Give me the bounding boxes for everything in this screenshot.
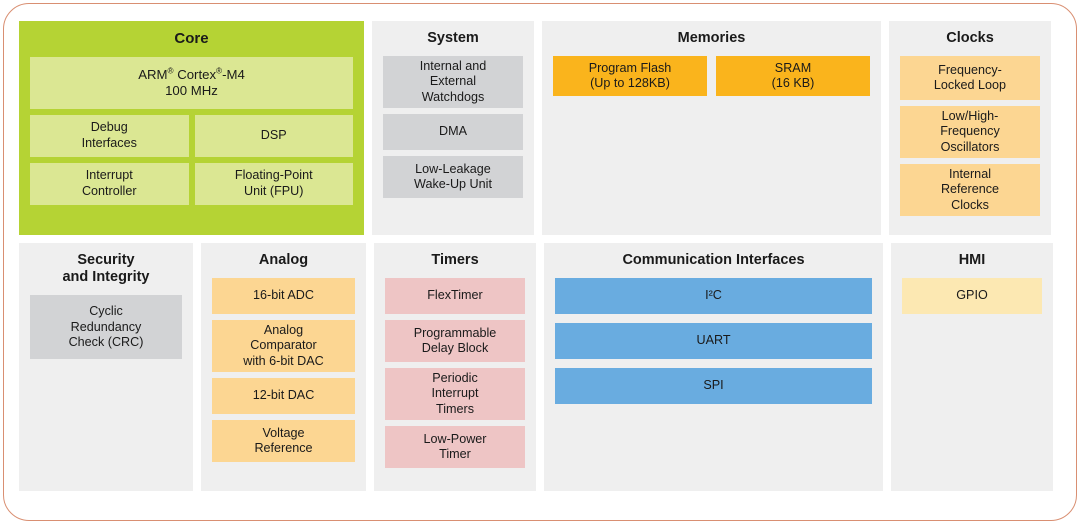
block-spi[interactable]: SPI bbox=[555, 368, 872, 405]
panel-memories: Memories Program Flash(Up to 128KB) SRAM… bbox=[542, 21, 881, 235]
panel-communication-body: I²C UART SPI bbox=[555, 278, 872, 480]
panel-memories-title: Memories bbox=[677, 30, 746, 46]
block-i2c[interactable]: I²C bbox=[555, 278, 872, 315]
block-arm-cortex-m4-label: ARM® Cortex®-M4 100 MHz bbox=[138, 66, 245, 98]
panel-communication-title: Communication Interfaces bbox=[622, 252, 805, 268]
block-gpio[interactable]: GPIO bbox=[902, 278, 1042, 315]
panel-clocks-title: Clocks bbox=[946, 30, 994, 46]
trademark-icon: ® bbox=[167, 66, 174, 76]
block-program-flash[interactable]: Program Flash(Up to 128KB) bbox=[553, 56, 707, 97]
panel-hmi: HMI GPIO bbox=[891, 243, 1053, 491]
block-dsp[interactable]: DSP bbox=[194, 114, 353, 157]
block-arm-cortex-m4[interactable]: ARM® Cortex®-M4 100 MHz bbox=[30, 56, 353, 109]
panel-analog-title: Analog bbox=[258, 252, 309, 268]
block-uart[interactable]: UART bbox=[555, 323, 872, 360]
panel-clocks: Clocks Frequency-Locked Loop Low/High-Fr… bbox=[889, 21, 1051, 235]
block-12-bit-dac[interactable]: 12-bit DAC bbox=[212, 378, 355, 415]
trademark-icon: ® bbox=[216, 66, 223, 76]
panel-communication-interfaces: Communication Interfaces I²C UART SPI bbox=[544, 243, 883, 491]
block-sram[interactable]: SRAM(16 KB) bbox=[716, 56, 870, 97]
panel-hmi-body: GPIO bbox=[902, 278, 1042, 480]
block-flextimer[interactable]: FlexTimer bbox=[385, 278, 525, 315]
panel-system-title: System bbox=[427, 30, 479, 46]
panel-clocks-body: Frequency-Locked Loop Low/High-Frequency… bbox=[900, 56, 1040, 224]
panel-timers-title: Timers bbox=[431, 252, 479, 268]
block-16-bit-adc[interactable]: 16-bit ADC bbox=[212, 278, 355, 315]
panel-core-title: Core bbox=[174, 30, 209, 47]
panel-hmi-title: HMI bbox=[958, 252, 986, 268]
block-frequency-locked-loop[interactable]: Frequency-Locked Loop bbox=[900, 56, 1040, 101]
panel-memories-body: Program Flash(Up to 128KB) SRAM(16 KB) bbox=[553, 56, 870, 224]
block-dma[interactable]: DMA bbox=[383, 114, 523, 151]
